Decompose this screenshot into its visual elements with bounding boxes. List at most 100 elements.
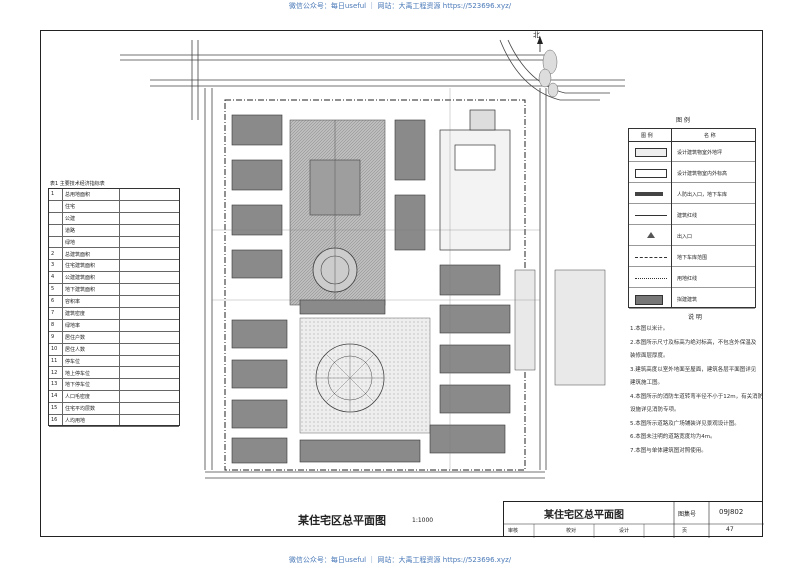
stats-row-index: 8	[51, 321, 55, 328]
stats-row-label: 人口毛密度	[65, 394, 91, 401]
stats-row-label: 地下建筑面积	[65, 287, 96, 294]
legend-row: 用地红线	[629, 267, 755, 288]
legend-row: 出入口	[629, 225, 755, 246]
stats-row-index: 6	[51, 298, 55, 305]
stats-row-label: 地下停车位	[65, 382, 91, 389]
stats-row: 10 居住人数	[49, 344, 179, 356]
legend-row: 地下车库范围	[629, 246, 755, 267]
stats-row-label: 居住人数	[65, 346, 86, 353]
footer-watermark: 微信公众号：每日useful ｜ 网站：大禹工程资源 https://52369…	[288, 556, 512, 564]
stats-row-index: 11	[51, 357, 58, 364]
stats-row: 9 居住户数	[49, 332, 179, 344]
legend-item-name: 设计建筑物室外地坪	[677, 149, 723, 156]
legend-symbol-icon	[635, 231, 655, 238]
legend-table: 图 例 名 称设计建筑物室外地坪设计建筑物室内外标高人防出入口，地下车库建筑红线出…	[628, 128, 756, 309]
stats-row-index: 7	[51, 310, 55, 316]
stats-row-label: 地上停车位	[65, 370, 91, 377]
stats-row: 7 建筑密度	[49, 308, 179, 320]
stats-row-label: 总建筑面积	[65, 251, 91, 258]
legend-symbol-icon	[635, 253, 667, 258]
plan-scale: 1:1000	[412, 517, 434, 524]
stats-table-title: 表1 主要技术经济指标表	[50, 181, 105, 187]
public-building	[439, 109, 511, 251]
stats-row-label: 住宅平均层数	[65, 406, 96, 413]
legend-symbol-icon	[635, 211, 667, 216]
road-lines	[120, 39, 625, 479]
legend-symbol-icon	[635, 274, 667, 279]
stats-row: 14 人口毛密度	[49, 391, 179, 404]
legend-symbol-icon	[635, 168, 667, 178]
page-number: 47	[726, 526, 734, 533]
legend-item-name: 地下车库范围	[677, 254, 708, 261]
plan-title: 某住宅区总平面图	[298, 514, 386, 527]
stats-row-index: 4	[51, 274, 55, 281]
legend-item-name: 人防出入口，地下车库	[677, 191, 728, 198]
stats-row-index: 5	[51, 286, 55, 293]
check-label: 校对	[566, 528, 577, 534]
title-block: 某住宅区总平面图 图集号 09J802 审核 校对 设计 页 47	[503, 501, 764, 538]
legend-item-name: 出入口	[677, 233, 693, 240]
stats-row-label: 住宅	[65, 203, 76, 210]
stats-row: 道路	[49, 225, 179, 237]
page-label: 页	[682, 528, 688, 534]
lower-garden	[299, 317, 431, 434]
legend-row: 设计建筑物室内外标高	[629, 162, 755, 183]
stats-row-index: 3	[51, 262, 55, 269]
stats-row-index: 9	[51, 333, 55, 340]
stats-row-label: 公建建筑面积	[65, 275, 96, 282]
stats-row-label: 总用地面积	[65, 192, 91, 198]
stats-row-label: 居住户数	[65, 334, 86, 341]
stats-row-index: 14	[51, 393, 58, 400]
legend-row: 人防出入口，地下车库	[629, 183, 755, 204]
legend-symbol-icon	[635, 147, 667, 157]
stats-row-index: 2	[51, 250, 55, 257]
stats-row: 2 总建筑面积	[49, 249, 179, 261]
north-label: 北	[533, 31, 540, 39]
note-line: 1.本图以米计。	[630, 326, 669, 332]
note-line: 设施详见消防专项。	[630, 407, 680, 413]
legend-row: 建筑红线	[629, 204, 755, 225]
dimension-lines	[212, 88, 540, 470]
side-buildings	[514, 269, 606, 386]
sheet-number-label: 图集号	[678, 511, 697, 518]
legend-col-name: 名 称	[704, 133, 716, 139]
stats-row: 15 住宅平均层数	[49, 403, 179, 416]
header-watermark: 微信公众号：每日useful ｜ 网站：大禹工程资源 https://52369…	[288, 2, 512, 10]
legend-title: 图 例	[676, 117, 690, 124]
legend-symbol-icon	[635, 294, 663, 305]
note-line: 7.本图与单体建筑图对照使用。	[630, 447, 707, 454]
stats-row: 住宅	[49, 201, 179, 213]
stats-row-label: 道路	[65, 227, 76, 234]
stats-row: 公建	[49, 213, 179, 225]
legend-col-symbol: 图 例	[641, 133, 653, 139]
notes-block: 1.本图以米计。2.本图所示尺寸及标高为绝对标高，不包含外保温及 装修面层厚度。…	[630, 323, 764, 458]
note-line: 4.本图所示的消防车道转弯半径不小于12m，有关消防	[630, 393, 764, 400]
legend-item-name: 建筑红线	[677, 212, 698, 219]
stats-row-index: 12	[51, 369, 58, 376]
note-line: 3.建筑高度以室外地面至屋面，建筑各层平面图详见	[630, 366, 757, 373]
stats-row-index: 15	[51, 405, 58, 412]
stats-row: 12 地上停车位	[49, 368, 179, 380]
stats-row: 4 公建建筑面积	[49, 272, 179, 285]
legend-item-name: 设计建筑物室内外标高	[677, 170, 728, 177]
legend-item-name: 用地红线	[677, 275, 698, 282]
stats-row-index: 10	[51, 345, 58, 352]
north-arrow-icon	[537, 36, 543, 52]
stats-row-label: 绿地率	[65, 322, 81, 329]
title-block-drawing-title: 某住宅区总平面图	[544, 510, 624, 521]
design-label: 设计	[619, 528, 630, 534]
note-line: 6.本图未注明的道路宽度均为4m。	[630, 434, 716, 440]
stats-row: 8 绿地率	[49, 320, 179, 332]
legend-symbol-icon	[635, 190, 663, 196]
stats-row-label: 绿地	[65, 239, 76, 246]
note-line: 建筑施工图。	[630, 380, 664, 386]
stats-row-label: 建筑密度	[65, 311, 86, 317]
